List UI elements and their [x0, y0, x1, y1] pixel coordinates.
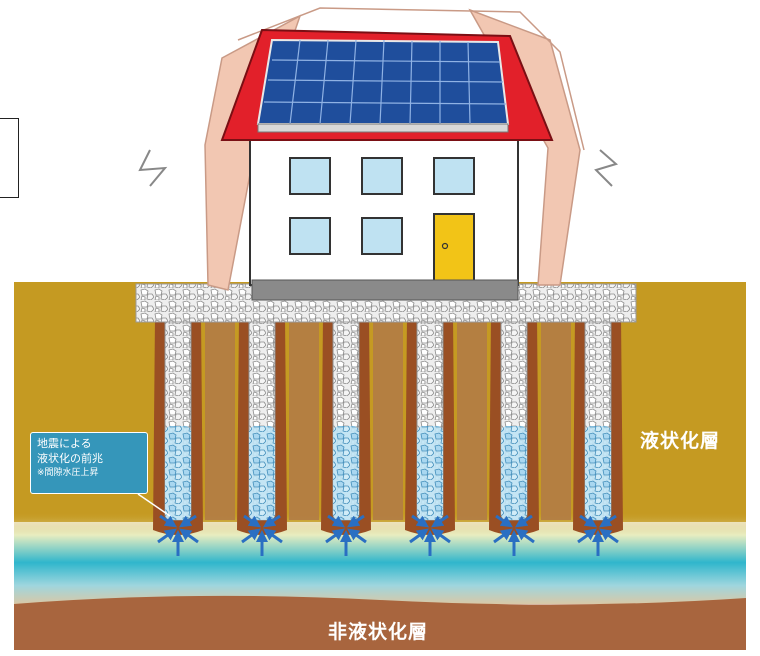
callout-line-1: 地震による [37, 437, 92, 450]
liquefaction-layer-label: 液状化層 [640, 430, 721, 452]
house-ghost-right [468, 8, 581, 286]
arrow-icon [263, 528, 283, 544]
pore-pressure-arrows [157, 514, 619, 556]
soil-strip [373, 316, 403, 520]
arrow-icon [179, 514, 197, 528]
shake-mark-left [138, 149, 168, 187]
door [433, 213, 475, 283]
non-liquefaction-layer [14, 595, 746, 650]
house-ghost-left-outline [237, 7, 585, 151]
gravel-columns [164, 315, 612, 521]
soil-strip [457, 316, 487, 520]
callout-liquefaction-sign: 地震による 液状化の前兆 ※間隙水圧上昇 [30, 432, 148, 494]
arrow-icon [157, 528, 177, 544]
callout-line-2: 液状化の前兆 [37, 452, 103, 465]
arrow-icon [495, 514, 513, 528]
arrow-icon [431, 528, 451, 544]
arrow-icon [579, 514, 597, 528]
arrow-icon [577, 528, 597, 544]
groundwater-band [14, 512, 746, 604]
arrow-icon [179, 528, 199, 544]
solar-panel [256, 38, 510, 133]
shake-mark-right [594, 149, 619, 187]
gravel-column-water [165, 426, 191, 520]
non-liquefaction-layer-label: 非液状化層 [328, 621, 429, 643]
arrow-icon [493, 528, 513, 544]
window [361, 157, 403, 195]
window [289, 217, 331, 255]
house [138, 7, 619, 301]
arrow-icon [515, 514, 533, 528]
window [289, 157, 331, 195]
arrow-icon [241, 528, 261, 544]
arrow-icon [327, 514, 345, 528]
soil-strip [541, 316, 571, 520]
gravel-column-water [417, 426, 443, 520]
soil-strip [289, 316, 319, 520]
arrow-icon [599, 514, 617, 528]
soil-strips [153, 316, 623, 535]
arrow-icon [243, 514, 261, 528]
arrow-icon [325, 528, 345, 544]
gravel-column-water [333, 426, 359, 520]
window [433, 157, 475, 195]
gravel-column-water [585, 426, 611, 520]
arrow-icon [515, 528, 535, 544]
gravel-column-water [501, 426, 527, 520]
arrow-icon [431, 514, 449, 528]
arrow-icon [263, 514, 281, 528]
foundation [251, 279, 519, 301]
gravel-column-water [249, 426, 275, 520]
window [361, 217, 403, 255]
arrow-icon [347, 514, 365, 528]
cropped-frame [0, 118, 19, 198]
arrow-icon [599, 528, 619, 544]
door-knob [441, 242, 449, 250]
callout-line-3: ※間隙水圧上昇 [37, 468, 99, 478]
arrow-icon [409, 528, 429, 544]
arrow-icon [411, 514, 429, 528]
callout-leader [137, 493, 171, 517]
arrow-icon [159, 514, 177, 528]
arrow-icon [347, 528, 367, 544]
soil-strip [205, 316, 235, 520]
